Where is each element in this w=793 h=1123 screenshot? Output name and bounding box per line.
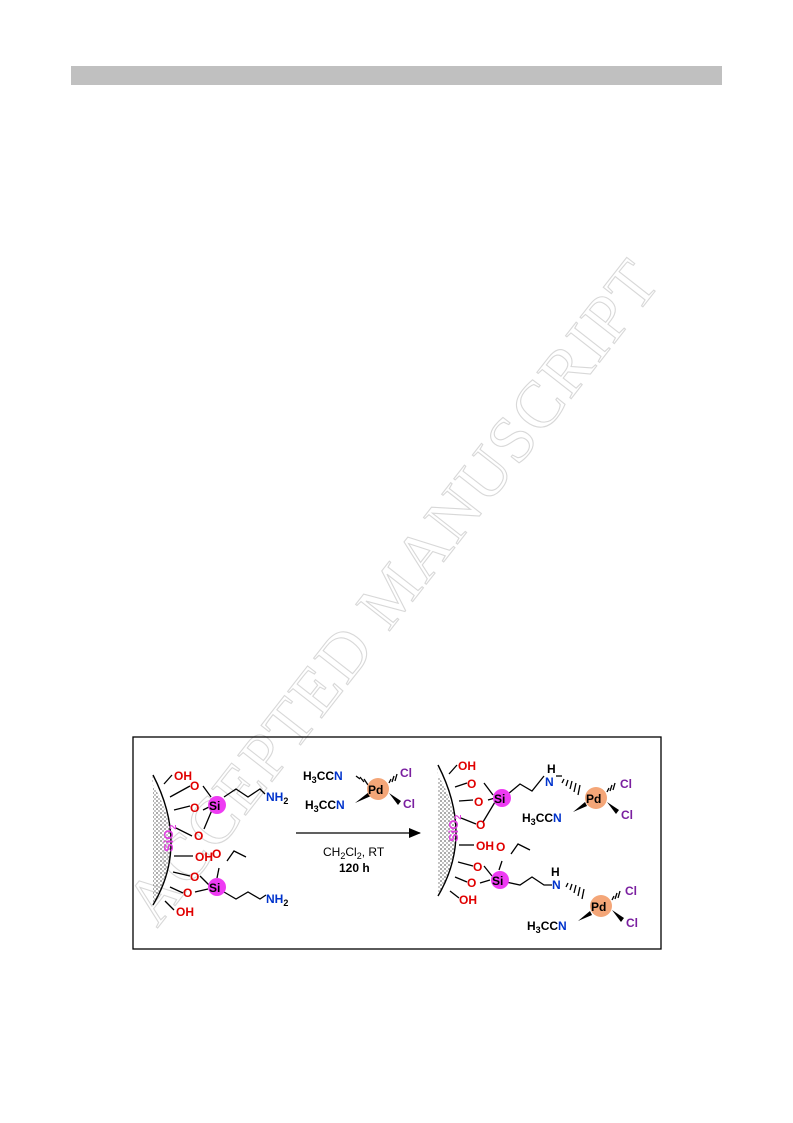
- oxygen-atom: O: [194, 829, 203, 843]
- reaction-solvent: CH2Cl2, RT: [323, 845, 385, 861]
- acetonitrile-ligand: H3CCN: [303, 769, 343, 785]
- hydroxyl-label: OH: [459, 893, 477, 907]
- silicon-atom: Si: [209, 881, 220, 895]
- hydroxyl-label: OH: [476, 839, 494, 853]
- oxygen-atom: O: [190, 801, 199, 815]
- header-bar: [71, 66, 722, 85]
- product-silica-support: SiO2: [437, 764, 463, 897]
- silicon-atom: Si: [492, 874, 503, 888]
- support-label: SiO2: [446, 815, 463, 842]
- hydroxyl-label: OH: [195, 850, 213, 864]
- oxygen-atom: O: [183, 886, 192, 900]
- reactant-bonds: [163, 774, 267, 911]
- palladium-atom: Pd: [368, 783, 383, 797]
- product-bonds: [448, 764, 562, 899]
- hydroxyl-label: OH: [458, 759, 476, 773]
- silicon-atom: Si: [494, 792, 505, 806]
- oxygen-atom: O: [467, 777, 476, 791]
- silicon-highlight: [208, 878, 226, 896]
- palladium-highlight: [585, 787, 607, 809]
- support-label: SiO2: [161, 825, 178, 852]
- hydroxyl-label: OH: [174, 769, 192, 783]
- palladium-highlight: [590, 895, 612, 917]
- reactant-atoms: OH O O O OH O O O OH Si Si NH2 NH2: [174, 769, 288, 919]
- oxygen-atom: O: [190, 870, 199, 884]
- chloride-ligand: Cl: [626, 916, 638, 930]
- oxygen-atom: O: [473, 860, 482, 874]
- chloride-ligand: Cl: [625, 884, 637, 898]
- scheme-frame: [132, 736, 662, 950]
- acetonitrile-ligand: H3CCN: [522, 811, 562, 827]
- silicon-highlight: [491, 871, 509, 889]
- palladium-highlight: [367, 778, 389, 800]
- palladium-atom: Pd: [591, 900, 606, 914]
- acetonitrile-ligand: H3CCN: [305, 798, 345, 814]
- acetonitrile-ligand: H3CCN: [527, 919, 567, 935]
- reaction-time: 120 h: [339, 861, 370, 875]
- nitrogen-atom: N: [545, 775, 554, 789]
- amine-label: NH2: [266, 790, 288, 806]
- oxygen-atom: O: [474, 795, 483, 809]
- product-pd-complex-bottom: Pd Cl Cl H3CCN: [527, 882, 638, 935]
- silicon-highlight: [493, 789, 511, 807]
- nitrogen-atom: N: [552, 878, 561, 892]
- product-atoms: OH O O O OH O O O OH Si Si H N H N: [458, 759, 561, 907]
- chloride-ligand: Cl: [400, 766, 412, 780]
- silicon-highlight: [208, 796, 226, 814]
- nh-hydrogen: H: [551, 865, 560, 879]
- oxygen-atom: O: [476, 818, 485, 832]
- hydroxyl-label: OH: [176, 905, 194, 919]
- oxygen-atom: O: [190, 779, 199, 793]
- oxygen-atom: O: [212, 847, 221, 861]
- reagent-pd-complex: H3CCN H3CCN Pd Cl Cl: [303, 766, 415, 814]
- reactant-silica-support: SiO2: [152, 774, 178, 906]
- palladium-atom: Pd: [586, 792, 601, 806]
- nh-hydrogen: H: [547, 762, 556, 776]
- chloride-ligand: Cl: [403, 797, 415, 811]
- chloride-ligand: Cl: [620, 777, 632, 791]
- oxygen-atom: O: [496, 840, 505, 854]
- silicon-atom: Si: [209, 799, 220, 813]
- chloride-ligand: Cl: [621, 808, 633, 822]
- amine-label: NH2: [266, 892, 288, 908]
- product-pd-complex-top: Pd Cl Cl H3CCN: [522, 777, 633, 827]
- oxygen-atom: O: [467, 876, 476, 890]
